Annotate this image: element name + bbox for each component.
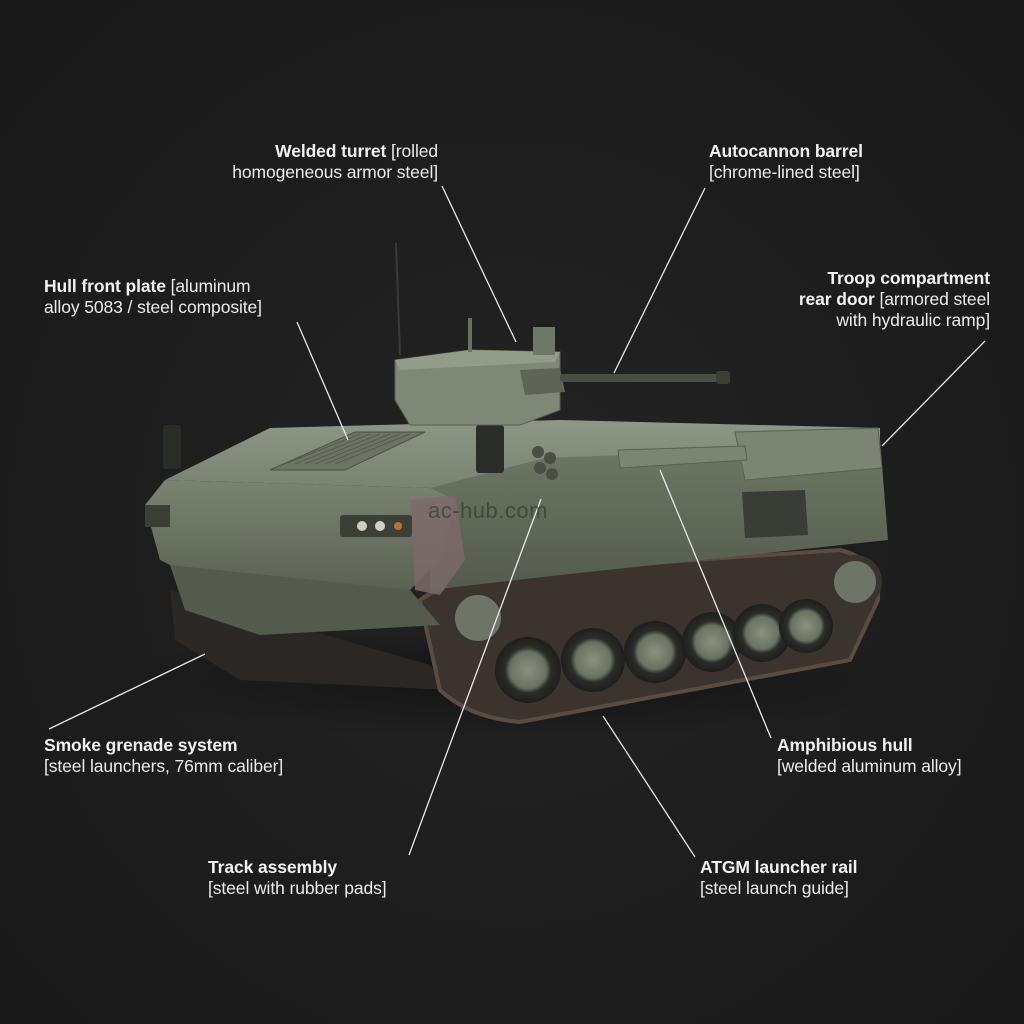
callout-amphibious-hull: Amphibious hull [welded aluminum alloy] (777, 735, 1017, 777)
callout-title: Track assembly (208, 857, 337, 877)
side-hatch (742, 490, 808, 538)
callout-track-assembly: Track assembly [steel with rubber pads] (208, 857, 448, 899)
callout-title: Hull front plate (44, 276, 166, 296)
callout-material: with hydraulic ramp] (836, 310, 990, 330)
leader-lines (48, 185, 986, 858)
callout-title: Smoke grenade system (44, 735, 238, 755)
autocannon (560, 374, 725, 382)
road-wheels (449, 555, 882, 703)
callout-atgm-launcher-rail: ATGM launcher rail [steel launch guide] (700, 857, 920, 899)
callout-smoke-grenade-system: Smoke grenade system [steel launchers, 7… (44, 735, 364, 777)
callout-material: [chrome-lined steel] (709, 162, 860, 182)
front-glacis (145, 480, 455, 590)
commander-sight (533, 327, 555, 355)
callout-hull-front-plate: Hull front plate [aluminum alloy 5083 / … (44, 276, 334, 318)
lower-front (170, 565, 440, 635)
callout-material: alloy 5083 / steel composite] (44, 297, 262, 317)
callout-material: homogeneous armor steel] (232, 162, 438, 182)
callout-title: rear door (798, 289, 875, 309)
callout-title: Autocannon barrel (709, 141, 863, 161)
callout-title: Welded turret (275, 141, 387, 161)
atgm-rail (617, 445, 748, 469)
callout-troop-rear-door: Troop compartment rear door [armored ste… (740, 268, 990, 331)
rear-stowage-box (734, 427, 883, 481)
callout-material: [steel launch guide] (700, 878, 849, 898)
callout-material: [steel with rubber pads] (208, 878, 387, 898)
smoke-launchers (532, 446, 558, 480)
watermark: ac-hub.com (428, 498, 548, 523)
callout-material: [rolled (391, 141, 438, 161)
corner-panel (410, 495, 465, 595)
callout-material: [aluminum (170, 276, 251, 296)
callout-welded-turret: Welded turret [rolled homogeneous armor … (190, 141, 438, 183)
callout-title: ATGM launcher rail (700, 857, 858, 877)
side-mirror (476, 425, 504, 473)
callout-material: [armored steel (879, 289, 991, 309)
callout-autocannon-barrel: Autocannon barrel [chrome-lined steel] (709, 141, 929, 183)
callout-material: [steel launchers, 76mm caliber] (44, 756, 284, 776)
callout-title: Amphibious hull (777, 735, 913, 755)
callout-material: [welded aluminum alloy] (777, 756, 962, 776)
antenna (395, 242, 401, 356)
callout-title: Troop compartment (827, 268, 990, 288)
